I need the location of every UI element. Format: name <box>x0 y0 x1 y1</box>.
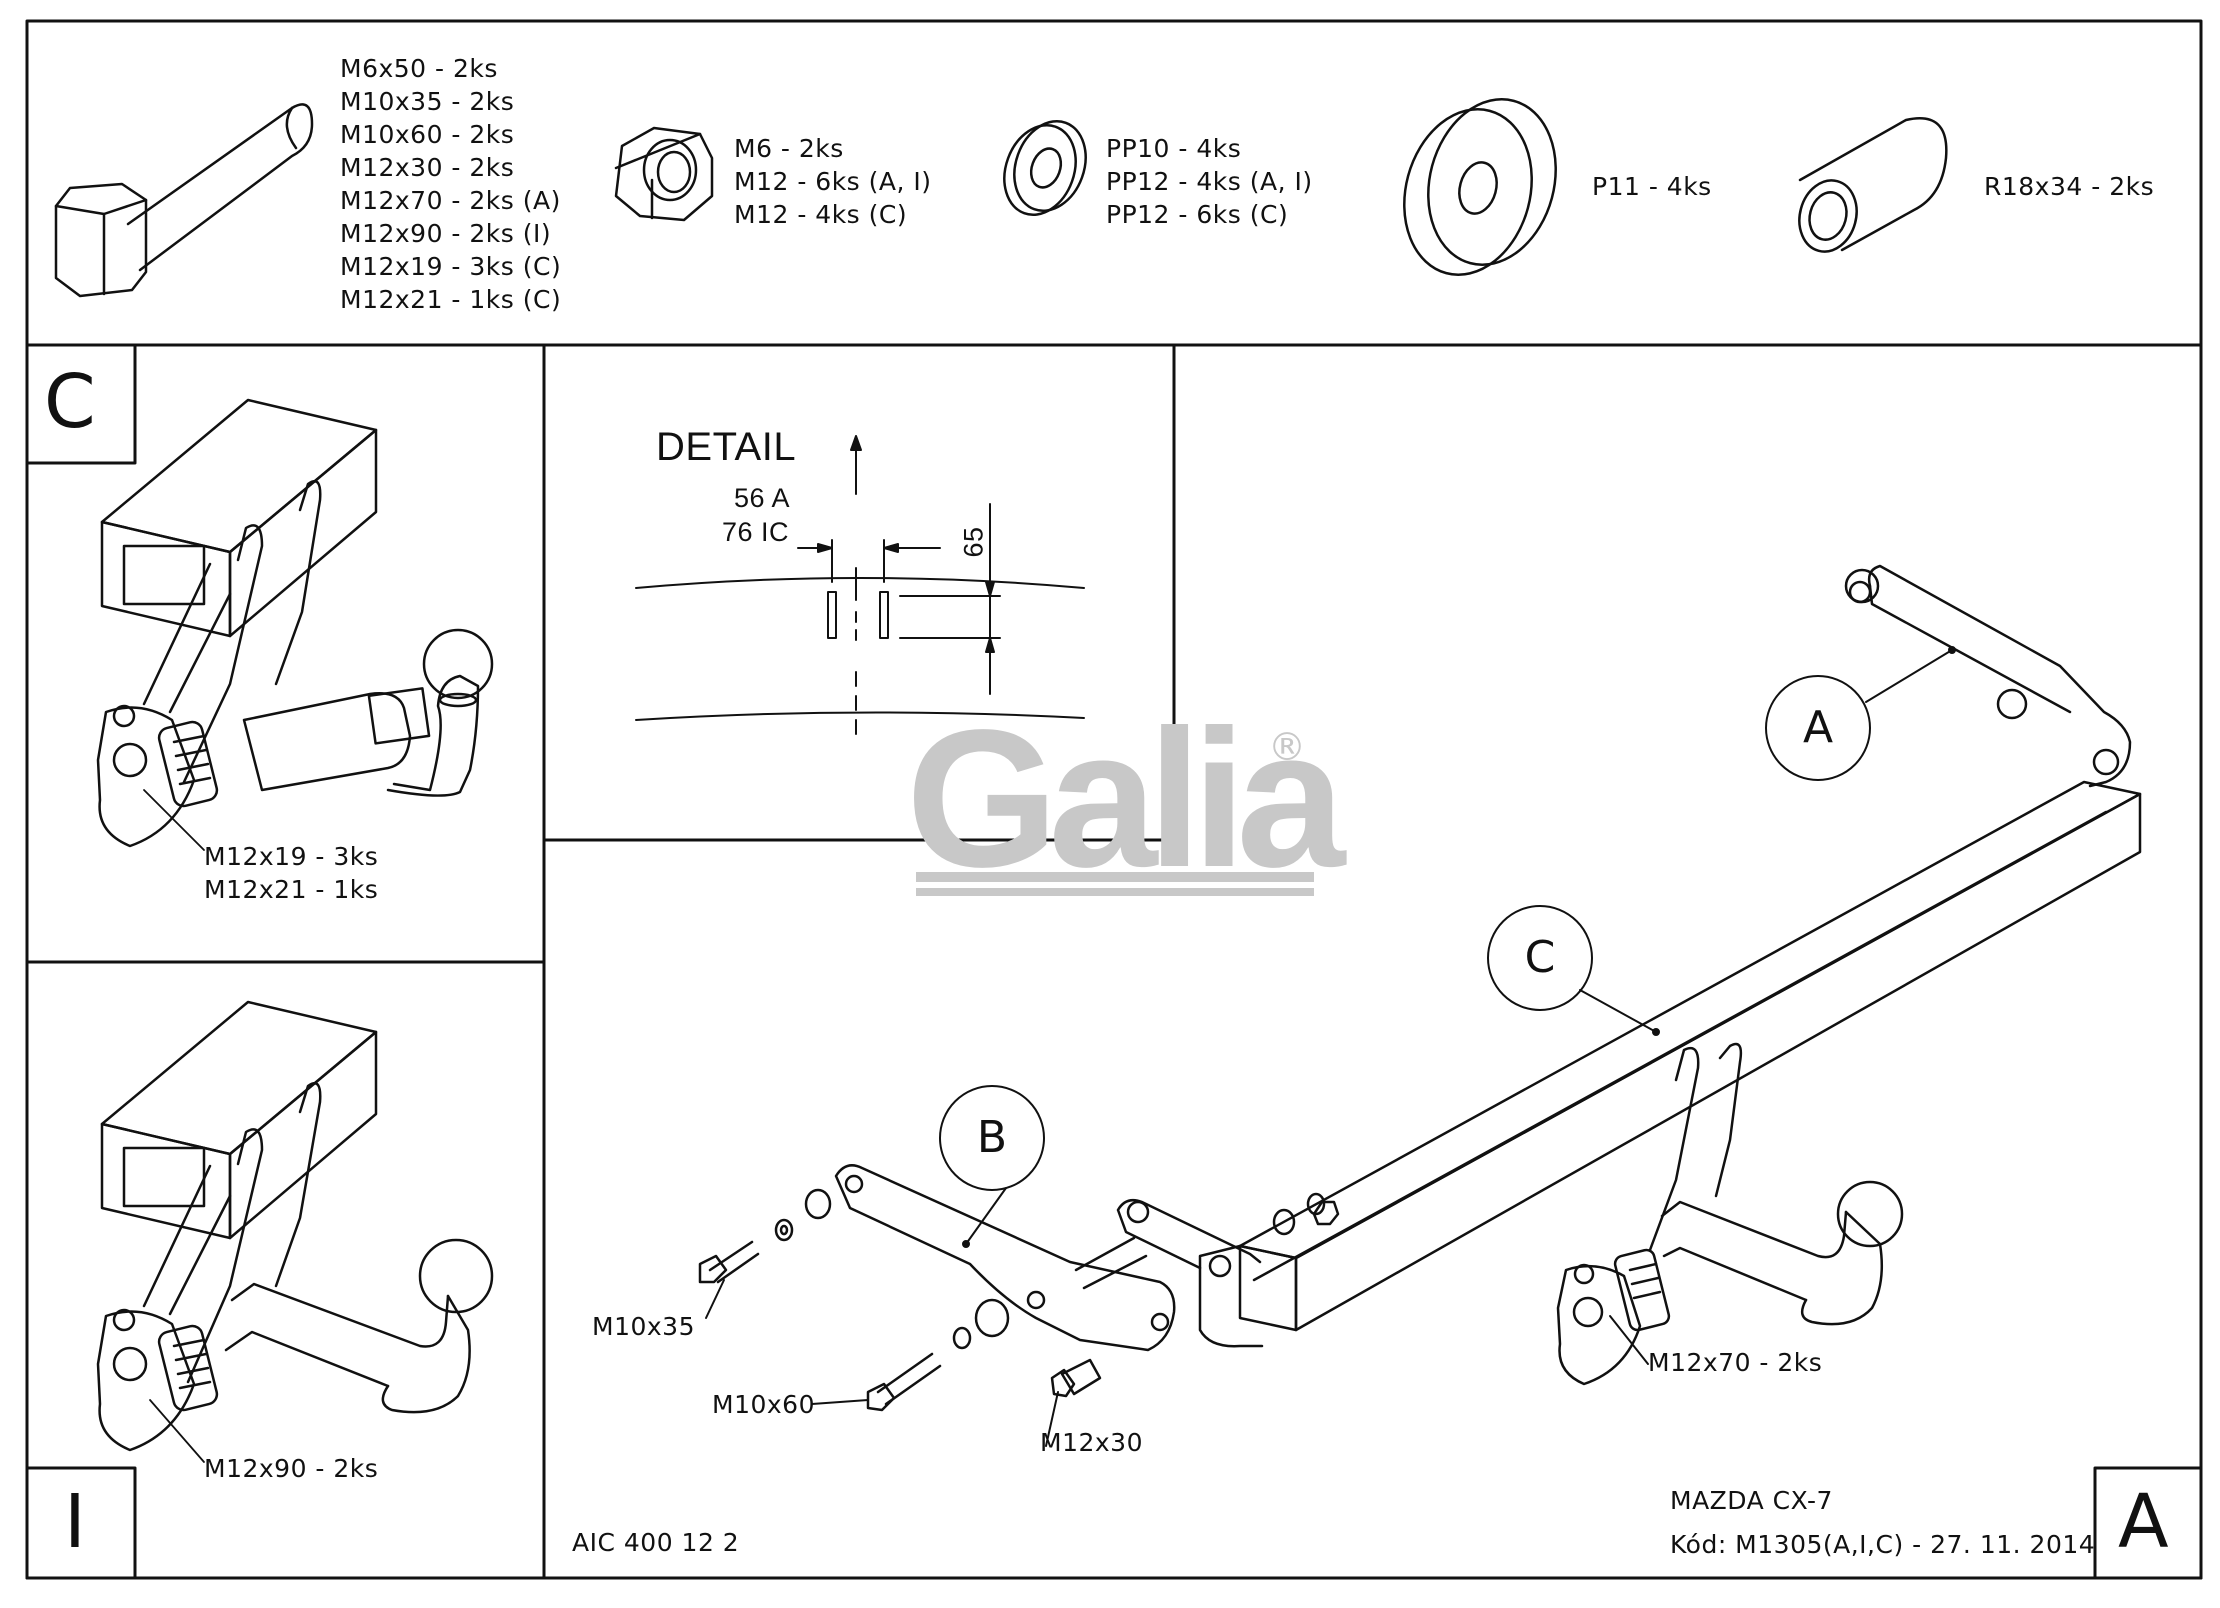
panel-i-towbar-illustration <box>96 1000 494 1463</box>
washer-spec: PP12 - 6ks (C) <box>1106 200 1289 229</box>
svg-text:Galia: Galia <box>906 689 1347 908</box>
callout-m12x19: M12x19 - 3ks <box>204 842 379 871</box>
bolt-spec: M6x50 - 2ks <box>340 54 498 83</box>
main-towbar-assembly <box>698 564 2142 1412</box>
sleeve-icon <box>1798 117 1948 253</box>
fastener-c-nuts <box>1272 1192 1340 1236</box>
vehicle-model: MAZDA CX-7 <box>1670 1486 1833 1515</box>
hex-bolt-icon <box>54 103 314 298</box>
drawing-kod: Kód: M1305(A,I,C) - 27. 11. 2014 <box>1670 1530 2096 1559</box>
detail-title: DETAIL <box>656 425 797 469</box>
bolt-spec: M12x90 - 2ks (I) <box>340 219 552 248</box>
callout-m12x21: M12x21 - 1ks <box>204 875 379 904</box>
bolt-spec: M12x19 - 3ks (C) <box>340 252 562 281</box>
bubble-c-label: C <box>1524 932 1556 983</box>
nut-spec: M12 - 4ks (C) <box>734 200 908 229</box>
nut-spec: M6 - 2ks <box>734 134 844 163</box>
callout-m10x35: M10x35 <box>592 1312 695 1341</box>
callout-m10x60: M10x60 <box>712 1390 815 1419</box>
detail-drawing <box>635 435 1085 741</box>
bolt-spec: M10x35 - 2ks <box>340 87 515 116</box>
callout-bubbles <box>705 646 1956 1447</box>
sleeve-spec: R18x34 - 2ks <box>1984 172 2155 201</box>
callout-m12x30: M12x30 <box>1040 1428 1143 1457</box>
panel-a-letter: A <box>2118 1479 2169 1565</box>
fastener-m10x35 <box>698 1188 832 1284</box>
frame <box>25 19 2203 1580</box>
dimension-56a: 56 A <box>734 483 791 513</box>
bolt-spec: M12x70 - 2ks (A) <box>340 186 561 215</box>
panel-c-callout: M12x19 - 3ks M12x21 - 1ks <box>204 840 378 906</box>
dimension-65: 65 <box>958 526 989 558</box>
washer-spec: PP10 - 4ks <box>1106 134 1242 163</box>
washer-icon <box>1003 119 1087 217</box>
panel-c-towbar-illustration <box>96 398 494 851</box>
galia-watermark-logo: Galia ® <box>906 689 1357 908</box>
bubble-b-label: B <box>976 1112 1008 1163</box>
fastener-m10x60 <box>866 1298 1010 1412</box>
hex-nut-icon <box>614 126 714 222</box>
bolt-spec-list: M6x50 - 2ks M10x35 - 2ks M10x60 - 2ks M1… <box>340 52 561 316</box>
dimension-76ic: 76 IC <box>722 517 790 547</box>
large-washer-icon <box>1403 98 1557 276</box>
bolt-spec: M10x60 - 2ks <box>340 120 515 149</box>
nut-spec-list: M6 - 2ks M12 - 6ks (A, I) M12 - 4ks (C) <box>734 132 932 231</box>
svg-text:®: ® <box>1268 725 1306 769</box>
nut-spec: M12 - 6ks (A, I) <box>734 167 932 196</box>
bolt-spec: M12x21 - 1ks (C) <box>340 285 562 314</box>
bolt-spec: M12x30 - 2ks <box>340 153 515 182</box>
drawing-code: AIC 400 12 2 <box>572 1528 740 1557</box>
washer-spec-list: PP10 - 4ks PP12 - 4ks (A, I) PP12 - 6ks … <box>1106 132 1313 231</box>
callout-m12x70: M12x70 - 2ks <box>1648 1348 1823 1377</box>
panel-c-letter: C <box>44 359 96 445</box>
fastener-m12x30 <box>1050 1358 1102 1398</box>
bubble-a-label: A <box>1802 702 1834 753</box>
panel-i-letter: I <box>64 1479 86 1565</box>
panel-i-callout: M12x90 - 2ks <box>204 1454 379 1483</box>
washer-spec: PP12 - 4ks (A, I) <box>1106 167 1313 196</box>
large-washer-spec: P11 - 4ks <box>1592 172 1712 201</box>
